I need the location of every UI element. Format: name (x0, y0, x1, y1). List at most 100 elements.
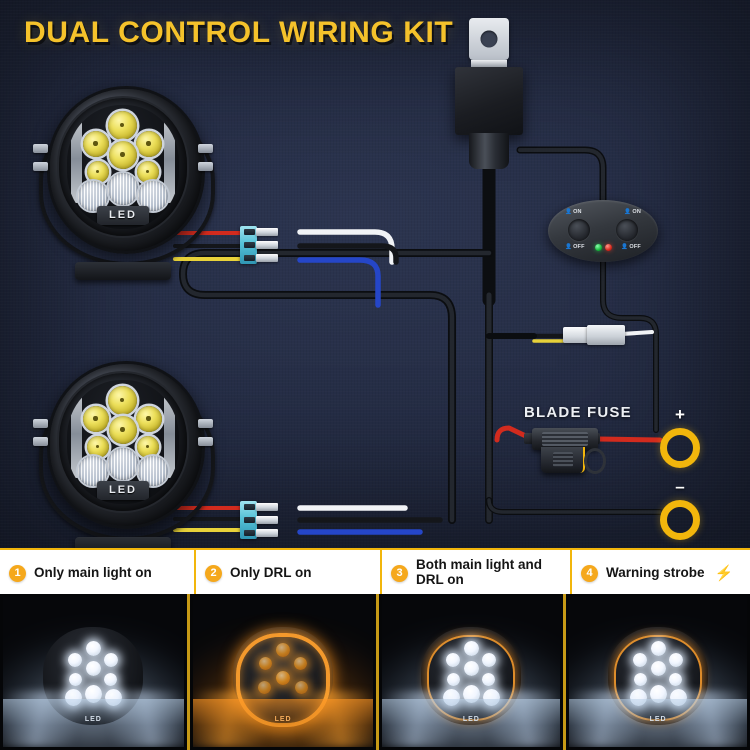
fuse-ear (524, 433, 534, 444)
switch-button-right[interactable] (616, 219, 638, 241)
lit-led (482, 653, 497, 667)
caption-text: Only main light on (34, 564, 152, 580)
wiring-harness (173, 145, 663, 535)
relay-wire-boot (469, 133, 509, 169)
led-chip (83, 406, 109, 432)
dual-switch-panel[interactable]: 👤ON 👤OFF 👤ON 👤OFF (548, 200, 658, 262)
spade-terminal (256, 254, 278, 262)
led-light-pod-upper[interactable]: LED (33, 78, 215, 280)
connector-tab (244, 255, 255, 261)
lit-led (651, 661, 667, 676)
caption-number-badge: 2 (205, 564, 222, 582)
lit-led (669, 673, 683, 686)
indicator-led-red (605, 244, 612, 251)
lit-led (482, 673, 496, 686)
lit-led (276, 643, 291, 657)
led-chip (137, 161, 159, 183)
blade-fuse-holder[interactable] (524, 428, 612, 474)
spade-terminal (256, 503, 278, 511)
lit-led (633, 653, 648, 667)
spade-connector-set-lower[interactable] (240, 501, 300, 541)
spade-connector-set-upper[interactable] (240, 226, 300, 266)
drl-strip-right (164, 390, 175, 478)
lit-led (258, 681, 272, 694)
lit-led (68, 653, 83, 667)
lit-led (276, 671, 291, 685)
switch-button-left[interactable] (568, 219, 590, 241)
lit-led (447, 673, 461, 686)
inline-plug-connector[interactable] (563, 325, 625, 345)
lit-led (651, 641, 667, 656)
switch-right-off-label: 👤OFF (621, 244, 641, 250)
lit-led (86, 641, 102, 656)
spade-terminal (256, 516, 278, 524)
minus-sign-label: – (675, 477, 685, 496)
lamp-leds (246, 637, 320, 717)
led-chip (137, 436, 159, 458)
fuse-cap-grip (553, 452, 573, 467)
led-chip (109, 416, 137, 444)
plug-male-half (563, 327, 591, 343)
caption-item-3: 3 Both main light and DRL on (382, 550, 572, 596)
mount-stud (33, 144, 48, 153)
switch-left-off-label: 👤OFF (565, 244, 585, 250)
fuse-ribbing (542, 432, 588, 446)
floor-reflection (3, 699, 184, 747)
caption-number-badge: 4 (581, 564, 598, 582)
bracket-hole-icon (480, 30, 498, 48)
fuse-cap[interactable] (541, 447, 585, 473)
blade-fuse-label: BLADE FUSE (524, 404, 632, 421)
lit-led (104, 673, 118, 686)
connector-tab (244, 517, 255, 523)
caption-item-1: 1 Only main light on (0, 550, 196, 596)
mount-stud (33, 437, 48, 446)
lit-led (69, 673, 83, 686)
mount-stud (198, 437, 213, 446)
floor-reflection (382, 699, 561, 747)
spade-terminal (256, 529, 278, 537)
lit-led (464, 661, 480, 676)
led-chip (136, 131, 162, 157)
ring-terminal-icon (660, 428, 700, 468)
demo-photo-3: LED (379, 594, 567, 750)
led-brand-badge: LED (97, 206, 149, 225)
indicator-led-green (595, 244, 602, 251)
person-icon: 👤 (565, 244, 573, 250)
lit-led (669, 653, 684, 667)
led-chip (136, 406, 162, 432)
negative-ring-terminal[interactable]: – (660, 478, 700, 540)
caption-item-2: 2 Only DRL on (196, 550, 382, 596)
fuse-cap-tether (584, 448, 606, 474)
pod-face: LED (67, 105, 179, 229)
lightning-bolt-icon: ⚡ (714, 565, 734, 582)
person-icon: 👤 (624, 209, 632, 215)
caption-text: Warning strobe (606, 564, 705, 580)
switch-left-on-label: 👤ON (565, 209, 582, 215)
led-chip (87, 436, 109, 458)
caption-strip: 1 Only main light on 2 Only DRL on 3 Bot… (0, 548, 750, 598)
lit-led (464, 641, 480, 656)
ring-terminal-icon (660, 500, 700, 540)
lit-led (294, 657, 308, 670)
led-chip (87, 161, 109, 183)
mount-stud (198, 419, 213, 428)
lit-led (104, 653, 119, 667)
relay-body (455, 67, 523, 135)
wiring-diagram-panel: DUAL CONTROL WIRING KIT (0, 0, 750, 548)
connector-tab (244, 504, 255, 510)
positive-ring-terminal[interactable]: + (660, 406, 700, 468)
connector-tab (244, 530, 255, 536)
person-icon: 👤 (621, 244, 629, 250)
switch-panel-shell (548, 200, 658, 262)
mount-stud (198, 144, 213, 153)
photo-scene: LED (192, 597, 374, 747)
led-chip (109, 141, 137, 169)
lit-led (295, 681, 309, 694)
fuse-body-top (532, 428, 598, 450)
led-chip (83, 131, 109, 157)
led-light-pod-lower[interactable]: LED (33, 353, 215, 548)
spade-terminal (256, 228, 278, 236)
plus-sign-label: + (675, 405, 685, 424)
reflector-lens (108, 173, 138, 205)
pod-mount-foot (75, 262, 171, 280)
